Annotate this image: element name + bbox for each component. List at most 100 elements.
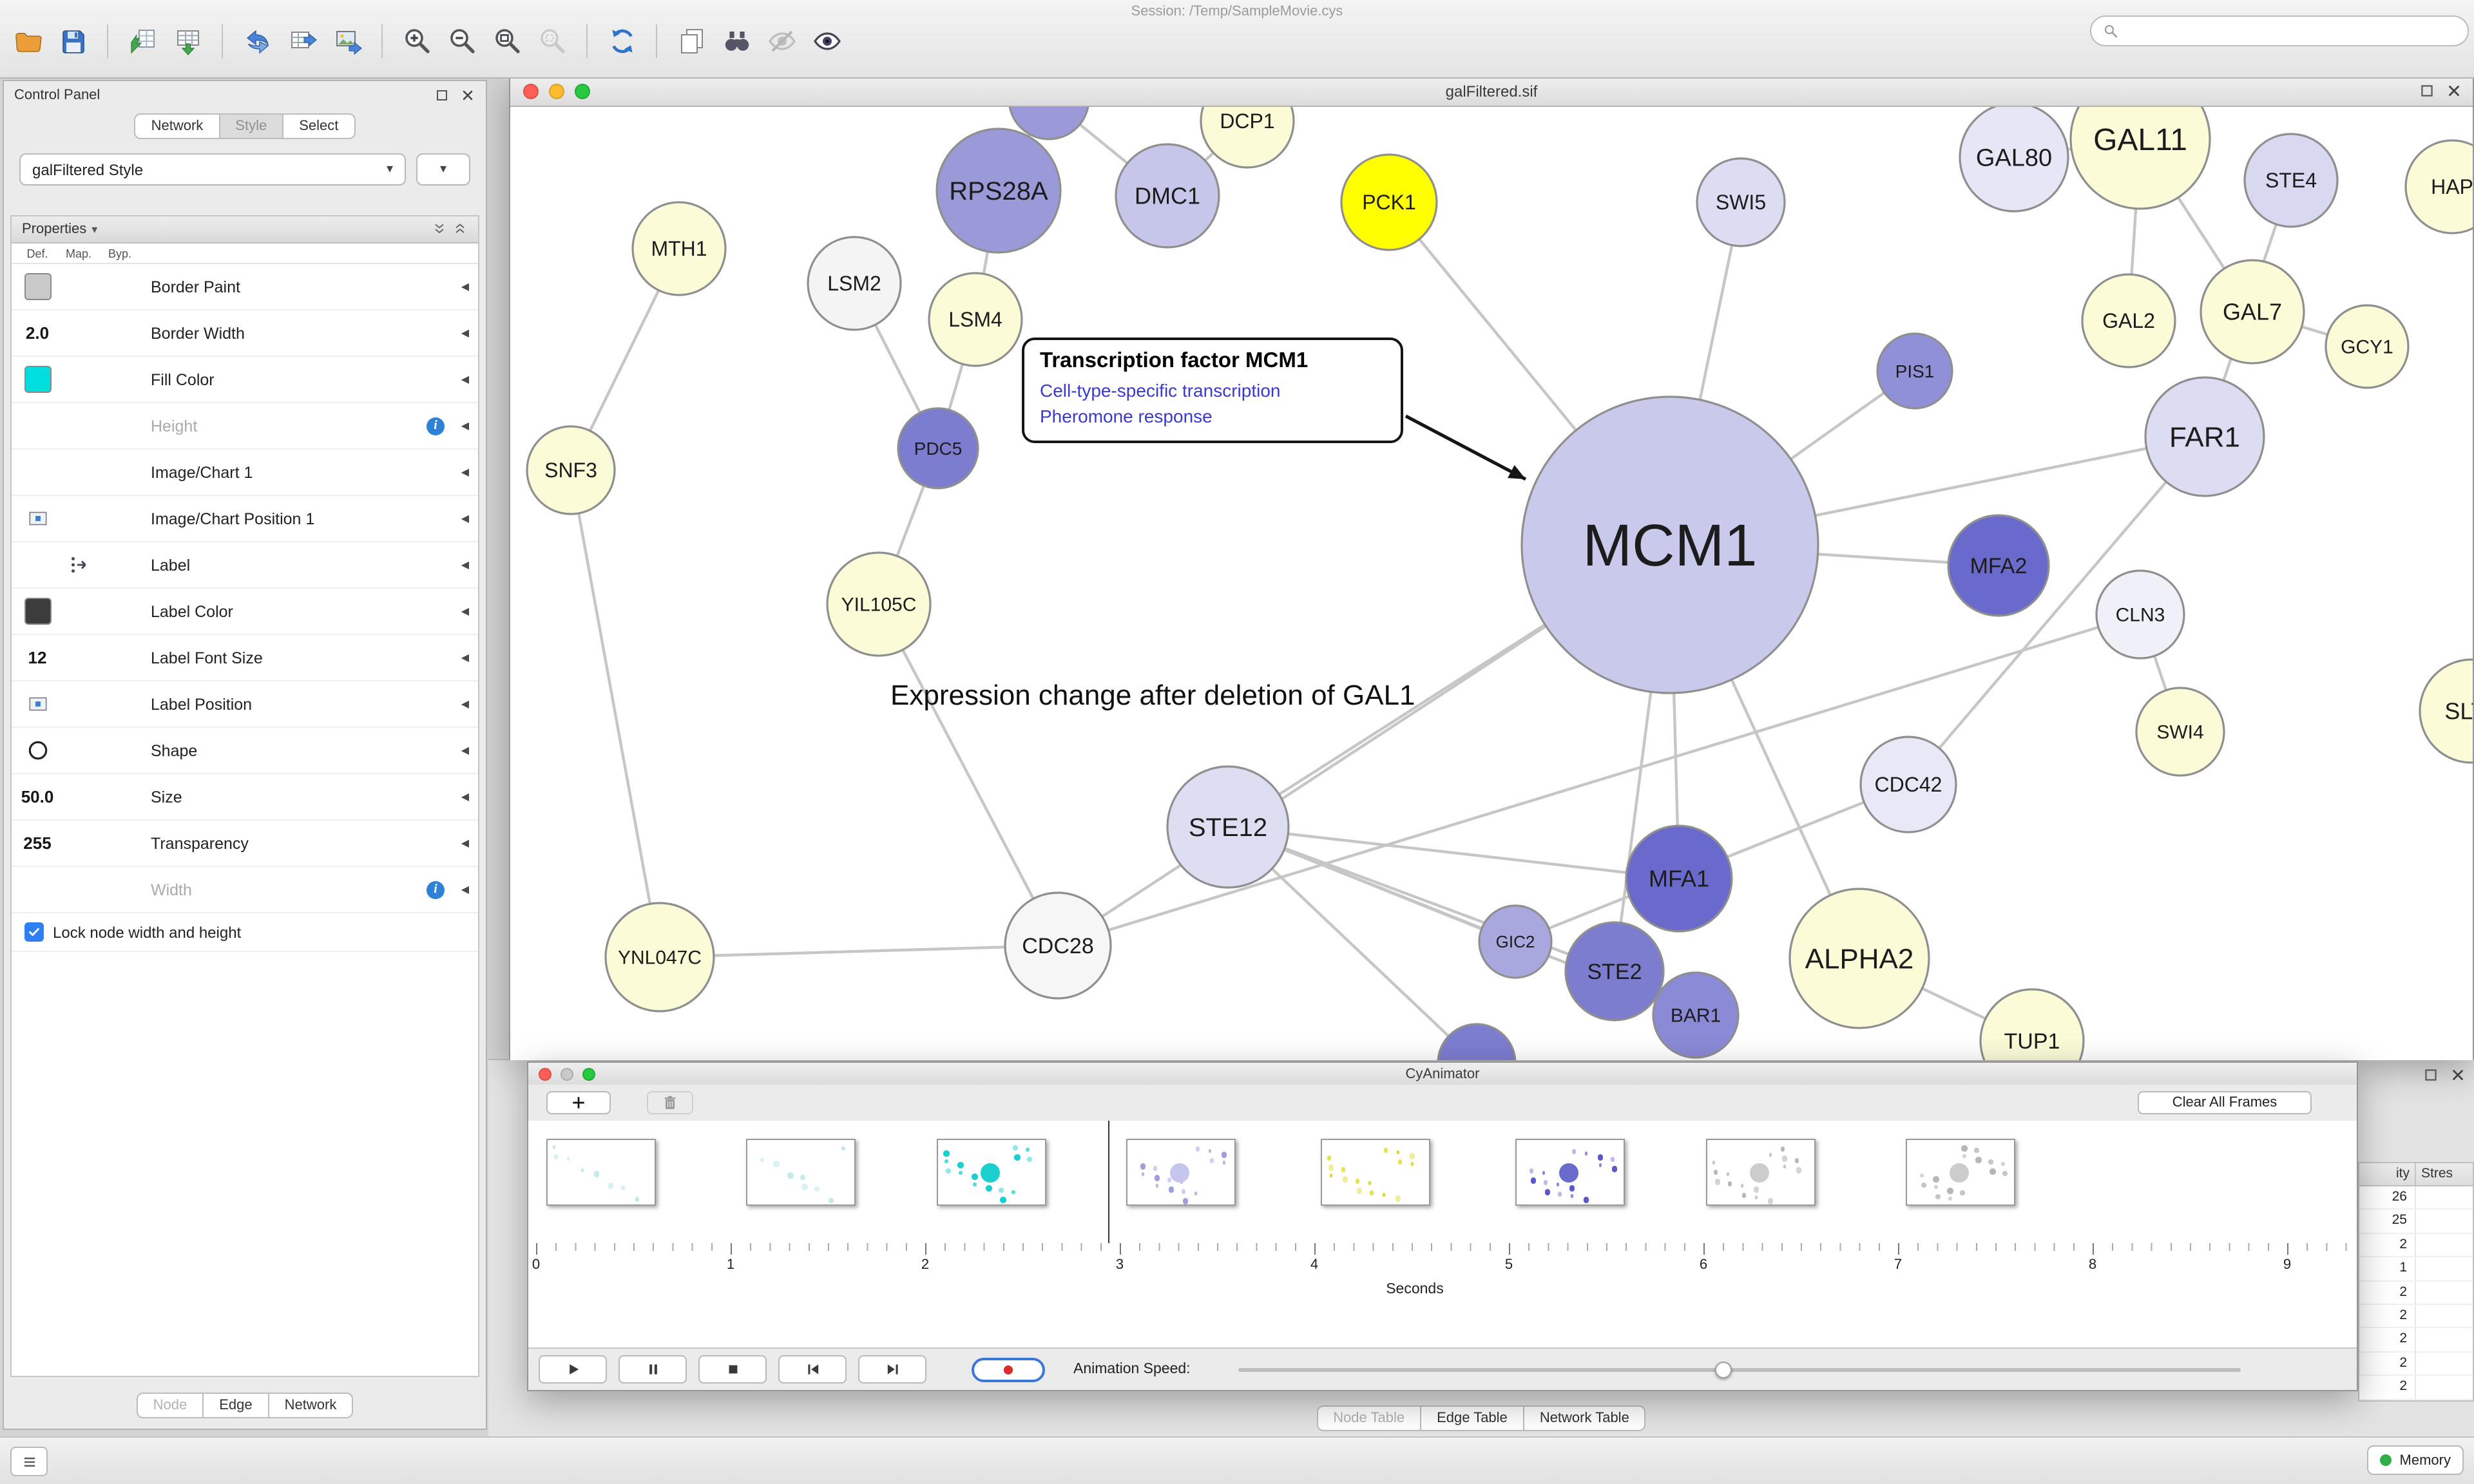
- posicon-icon[interactable]: [17, 692, 58, 716]
- frame-thumbnail-8[interactable]: [1906, 1139, 2016, 1206]
- property-row-image-chart-position-1[interactable]: Image/Chart Position 1◀: [12, 496, 478, 542]
- record-button[interactable]: [972, 1357, 1045, 1382]
- node-GAL7[interactable]: GAL7: [2200, 259, 2305, 365]
- expand-row-icon[interactable]: ◀: [461, 884, 469, 895]
- node-GAL80[interactable]: GAL80: [1959, 107, 2069, 213]
- slider-thumb[interactable]: [1714, 1361, 1732, 1378]
- zoom-fit-icon[interactable]: [490, 23, 524, 58]
- table-tab-edge-table[interactable]: Edge Table: [1421, 1405, 1524, 1431]
- node-BAR1[interactable]: BAR1: [1652, 971, 1740, 1059]
- table-row[interactable]: 2: [2359, 1328, 2473, 1353]
- export-image-icon[interactable]: [330, 23, 365, 58]
- property-row-label-position[interactable]: Label Position◀: [12, 681, 478, 728]
- task-history-button[interactable]: [10, 1447, 48, 1476]
- pause-button[interactable]: [618, 1355, 687, 1384]
- table-row[interactable]: 2: [2359, 1233, 2473, 1258]
- default-value-cell[interactable]: 12: [17, 648, 58, 667]
- column-header[interactable]: ity: [2359, 1163, 2416, 1185]
- color-swatch[interactable]: [24, 273, 51, 300]
- frame-timeline[interactable]: [528, 1121, 2357, 1243]
- frame-thumbnail-7[interactable]: [1705, 1139, 1815, 1206]
- search-input[interactable]: [2126, 22, 2456, 40]
- expand-row-icon[interactable]: ◀: [461, 605, 469, 617]
- property-row-fill-color[interactable]: Fill Color◀: [12, 357, 478, 403]
- apply-preferred-layout-icon[interactable]: [604, 23, 639, 58]
- edge-ste12-mfa1[interactable]: [1227, 825, 1680, 880]
- edge-cdc28-cln3[interactable]: [1057, 613, 2141, 947]
- minimize-window-icon[interactable]: [561, 1067, 573, 1080]
- close-panel-icon[interactable]: [2446, 82, 2462, 99]
- zoom-out-icon[interactable]: [445, 23, 479, 58]
- color-swatch[interactable]: [24, 598, 51, 625]
- node-FAR1[interactable]: FAR1: [2144, 376, 2265, 497]
- node-SNF3[interactable]: SNF3: [526, 425, 616, 515]
- node-LSM4[interactable]: LSM4: [928, 272, 1023, 367]
- color-swatch[interactable]: [24, 366, 51, 393]
- slider-track[interactable]: [1238, 1368, 2241, 1371]
- node-SWI5[interactable]: SWI5: [1696, 157, 1786, 247]
- default-value-cell[interactable]: [17, 366, 58, 393]
- table-tab-node-table[interactable]: Node Table: [1316, 1405, 1422, 1431]
- property-row-border-paint[interactable]: Border Paint◀: [12, 264, 478, 310]
- network-window-titlebar[interactable]: galFiltered.sif: [510, 77, 2473, 107]
- mcm1-annotation-box[interactable]: Transcription factor MCM1 Cell-type-spec…: [1022, 338, 1403, 443]
- node-TUP1[interactable]: TUP1: [1979, 988, 2085, 1060]
- cyanimator-titlebar[interactable]: CyAnimator: [528, 1063, 2357, 1086]
- annotation-link[interactable]: Pheromone response: [1040, 406, 1213, 426]
- style-tab-node[interactable]: Node: [136, 1393, 204, 1418]
- table-row[interactable]: 2: [2359, 1281, 2473, 1305]
- expand-row-icon[interactable]: ◀: [461, 374, 469, 385]
- node-botnode[interactable]: [1437, 1023, 1517, 1060]
- frame-thumbnail-5[interactable]: [1320, 1139, 1430, 1206]
- save-session-icon[interactable]: [55, 23, 90, 58]
- node-CDC42[interactable]: CDC42: [1859, 736, 1957, 833]
- node-CLN3[interactable]: CLN3: [2095, 569, 2185, 660]
- zoom-window-icon[interactable]: [582, 1067, 595, 1080]
- memory-button[interactable]: Memory: [2367, 1445, 2464, 1475]
- expand-row-icon[interactable]: ◀: [461, 420, 469, 432]
- export-table-icon[interactable]: [285, 23, 320, 58]
- play-button[interactable]: [539, 1355, 607, 1384]
- node-PIS1[interactable]: PIS1: [1876, 332, 1953, 410]
- expand-all-icon[interactable]: [452, 222, 468, 237]
- frame-thumbnail-3[interactable]: [937, 1139, 1047, 1206]
- expand-row-icon[interactable]: ◀: [461, 513, 469, 524]
- shapeicon-icon[interactable]: [17, 738, 58, 763]
- zoom-in-icon[interactable]: [399, 23, 434, 58]
- node-MFA2[interactable]: MFA2: [1947, 514, 2050, 617]
- node-YIL105C[interactable]: YIL105C: [826, 551, 932, 657]
- frame-thumbnail-1[interactable]: [546, 1139, 656, 1206]
- close-window-icon[interactable]: [539, 1067, 551, 1080]
- timeline-playhead[interactable]: [1108, 1121, 1110, 1243]
- column-header[interactable]: Stres: [2421, 1166, 2453, 1181]
- default-value[interactable]: 50.0: [21, 787, 54, 806]
- frame-thumbnail-2[interactable]: [746, 1139, 856, 1206]
- node-MTH1[interactable]: MTH1: [631, 201, 727, 296]
- minimize-window-icon[interactable]: [549, 84, 564, 99]
- import-network-icon[interactable]: [125, 23, 160, 58]
- node-GAL2[interactable]: GAL2: [2081, 273, 2176, 368]
- default-value[interactable]: 255: [23, 833, 52, 853]
- node-rps28b[interactable]: [1008, 107, 1089, 140]
- expand-row-icon[interactable]: ◀: [461, 698, 469, 710]
- default-value-cell[interactable]: 50.0: [17, 787, 58, 806]
- animation-speed-slider[interactable]: [1238, 1356, 2241, 1382]
- properties-header[interactable]: Properties ▾: [12, 216, 478, 243]
- default-value[interactable]: 2.0: [25, 323, 50, 343]
- style-tab-network[interactable]: Network: [269, 1393, 354, 1418]
- style-options-button[interactable]: ▾: [416, 153, 470, 186]
- table-tab-network-table[interactable]: Network Table: [1524, 1405, 1646, 1431]
- table-row[interactable]: 1: [2359, 1257, 2473, 1282]
- node-CDC28[interactable]: CDC28: [1004, 891, 1112, 1000]
- expand-row-icon[interactable]: ◀: [461, 652, 469, 663]
- annotation-link[interactable]: Cell-type-specific transcription: [1040, 380, 1281, 401]
- add-frame-button[interactable]: [546, 1091, 611, 1114]
- node-PCK1[interactable]: PCK1: [1340, 153, 1438, 251]
- expand-row-icon[interactable]: ◀: [461, 327, 469, 339]
- edge-snf3-ynl047c[interactable]: [569, 470, 662, 958]
- tab-network[interactable]: Network: [134, 113, 220, 139]
- lock-node-size-row[interactable]: Lock node width and height: [12, 913, 478, 952]
